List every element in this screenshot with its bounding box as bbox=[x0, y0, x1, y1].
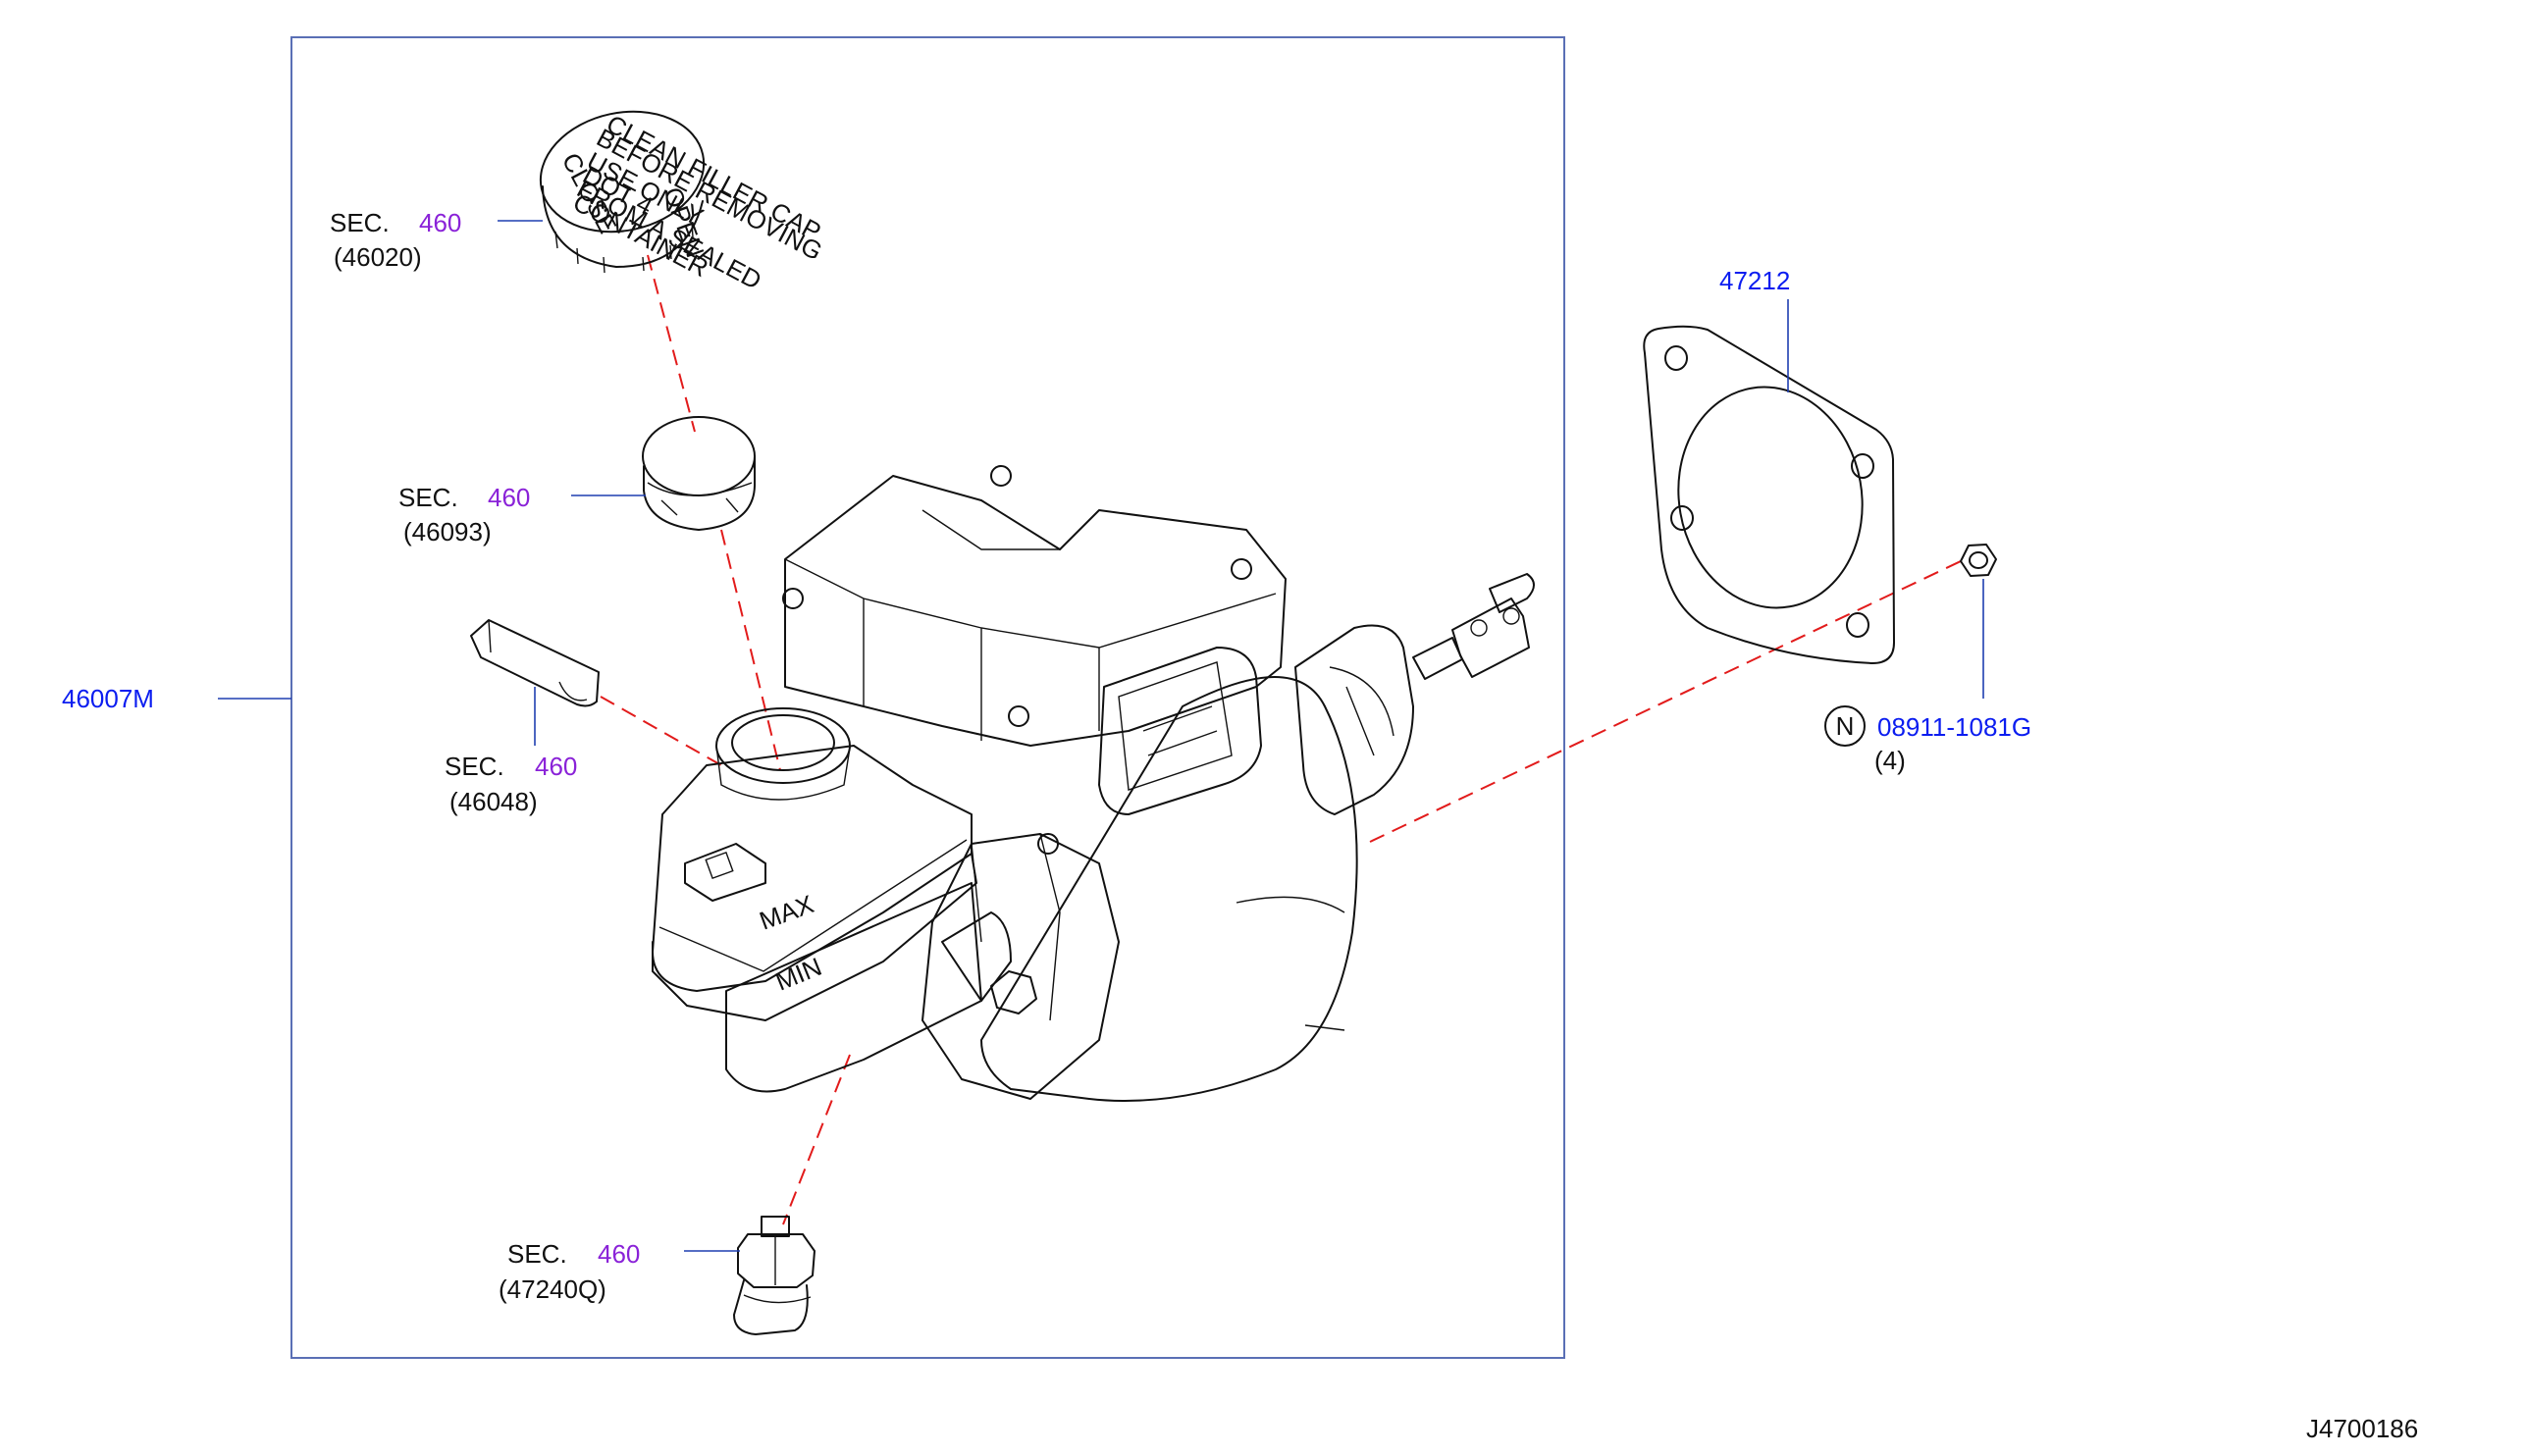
diagram-id: J4700186 bbox=[2306, 1414, 2418, 1443]
nut-part-number[interactable]: 08911-1081G bbox=[1877, 712, 2031, 742]
master-cylinder-assembly-icon: MAX MIN bbox=[652, 465, 1535, 1102]
gasket-part-number[interactable]: 47212 bbox=[1719, 266, 1790, 295]
filler-cap-icon: CLOSE OPEN CLEAN FILLER CAP BEFORE REMOV… bbox=[539, 109, 827, 295]
nut-icon bbox=[1960, 544, 1997, 577]
filter-part-ref: (46093) bbox=[403, 517, 492, 546]
callout-seal: SEC. 460 (46048) bbox=[445, 752, 577, 816]
seal-part-ref: (46048) bbox=[449, 787, 538, 816]
callout-nut: N 08911-1081G (4) bbox=[1824, 705, 2031, 775]
cap-sec-number[interactable]: 460 bbox=[419, 208, 461, 237]
filter-sec-number[interactable]: 460 bbox=[488, 483, 530, 512]
callout-sensor: SEC. 460 (47240Q) bbox=[499, 1239, 640, 1304]
cap-sec-prefix: SEC. bbox=[330, 208, 390, 237]
seal-icon bbox=[470, 619, 600, 707]
sensor-sec-number[interactable]: 460 bbox=[598, 1239, 640, 1269]
gasket-icon bbox=[1643, 325, 1895, 664]
assembly-part-number[interactable]: 46007M bbox=[62, 684, 154, 713]
nut-quantity: (4) bbox=[1874, 746, 1906, 775]
callout-cap: SEC. 460 (46020) bbox=[330, 208, 461, 272]
filter-sec-prefix: SEC. bbox=[398, 483, 458, 512]
sensor-sec-prefix: SEC. bbox=[507, 1239, 567, 1269]
nut-badge bbox=[1824, 705, 1866, 747]
sensor-part-ref: (47240Q) bbox=[499, 1274, 606, 1304]
pressure-sensor-icon bbox=[733, 1216, 816, 1335]
assembly-frame bbox=[290, 36, 1565, 1359]
reservoir-max-mark: MAX bbox=[756, 889, 817, 935]
callout-filter: SEC. 460 (46093) bbox=[398, 483, 530, 546]
seal-sec-prefix: SEC. bbox=[445, 752, 504, 781]
dashed-leaders bbox=[600, 254, 1962, 1225]
cap-part-ref: (46020) bbox=[334, 242, 422, 272]
seal-sec-number[interactable]: 460 bbox=[535, 752, 577, 781]
strainer-icon bbox=[642, 416, 756, 531]
reservoir-min-mark: MIN bbox=[771, 952, 825, 997]
nut-badge-letter: N bbox=[1836, 711, 1855, 741]
